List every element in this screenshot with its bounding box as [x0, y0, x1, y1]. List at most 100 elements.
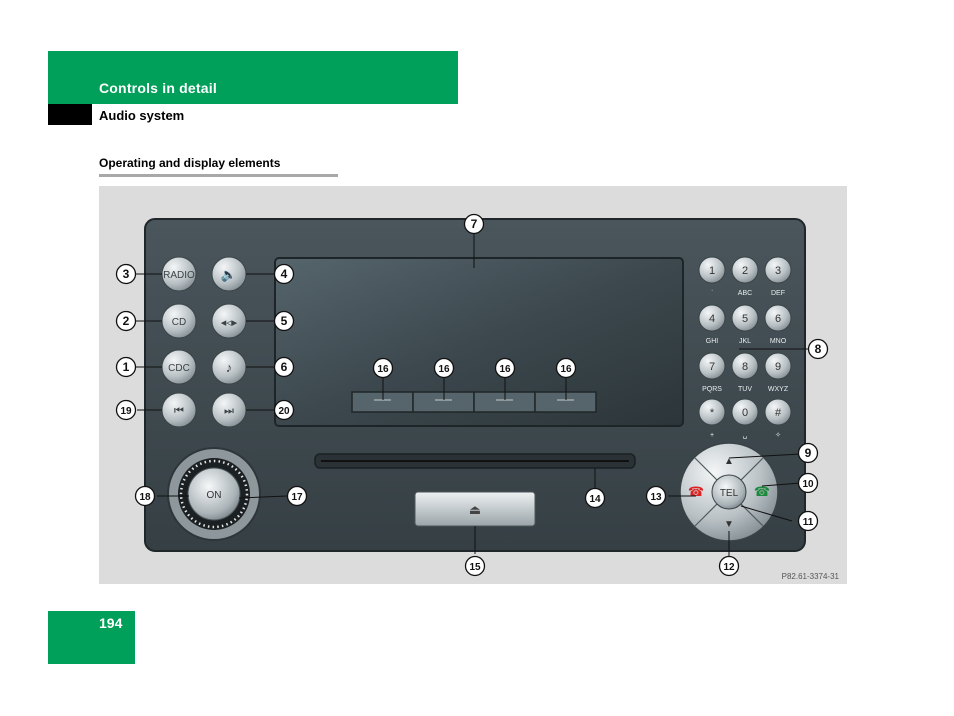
keypad-key-number: 6 [775, 313, 781, 325]
callout-number: 15 [469, 562, 481, 573]
callout-number: 2 [123, 314, 130, 328]
callout-circle [797, 510, 819, 532]
keypad-key-number: # [775, 407, 782, 419]
keypad-key [731, 352, 759, 380]
accept-call-icon: ☎ [754, 484, 770, 499]
keypad-key [698, 352, 726, 380]
header-tab-marker [48, 104, 92, 125]
callout-circle [718, 555, 740, 577]
keypad-key-letters: + [710, 432, 714, 439]
radio-button-label: RADIO [163, 270, 195, 281]
callout-number: 5 [281, 314, 288, 328]
callout-circle [433, 357, 455, 379]
keypad-key-letters: MNO [770, 338, 787, 345]
keypad-key [698, 304, 726, 332]
callout-number: 16 [377, 364, 389, 375]
keypad-key-number: 0 [742, 407, 748, 419]
on-knob-label: ON [207, 490, 222, 501]
callout-circle [115, 310, 137, 332]
keypad-key-letters: ␣ [743, 432, 747, 439]
header-title: Controls in detail [99, 80, 217, 96]
callout-circle [115, 399, 137, 421]
figure-reference: P82.61-3374-31 [782, 572, 840, 581]
keypad-key-letters: ABC [738, 290, 752, 297]
keypad-key [698, 398, 726, 426]
eject-icon: ⏏ [469, 503, 481, 518]
keypad-key-letters: DEF [771, 290, 785, 297]
callout-circle [286, 485, 308, 507]
section-title: Operating and display elements [99, 156, 281, 170]
callout-number: 16 [438, 364, 450, 375]
callout-number: 18 [139, 492, 151, 503]
keypad-key [731, 398, 759, 426]
telephone-navigation-ring: TEL ▲ ▼ ☎ ☎ [679, 442, 779, 542]
soft-keys [351, 391, 597, 413]
header-subtitle: Audio system [99, 108, 185, 123]
callout-number: 12 [723, 562, 735, 573]
keypad-key-number: 3 [775, 265, 781, 277]
leader-lines [135, 233, 808, 556]
callout-number: 17 [291, 492, 303, 503]
callout-number: 4 [281, 267, 288, 281]
keypad-key-letters: TUV [738, 386, 752, 393]
keypad-key [731, 304, 759, 332]
volume-balance-icon: ◂◃▸ [221, 317, 238, 329]
callout-circle [115, 263, 137, 285]
keypad-key [764, 304, 792, 332]
end-call-icon: ☎ [688, 484, 704, 499]
callout-number: 16 [499, 364, 511, 375]
callout-number: 7 [471, 217, 478, 231]
keypad-key-letters: PQRS [702, 386, 722, 393]
callout-circle [273, 263, 295, 285]
callout-circle [645, 485, 667, 507]
display-screen [274, 257, 684, 427]
up-arrow-icon: ▲ [724, 456, 734, 467]
keypad-key-letters: JKL [739, 338, 751, 345]
page-number-box [48, 611, 135, 664]
callout-number: 20 [278, 406, 290, 417]
callout-circle [797, 442, 819, 464]
callout-circle [273, 310, 295, 332]
keypad-key-number: 7 [709, 361, 715, 373]
keypad-key [764, 352, 792, 380]
audio-system-figure: ⏏ RADIO CD CDC ⏮ 🔈 ◂◃▸ ♪ ⏭ ON [99, 186, 847, 584]
callout-number: 3 [123, 267, 130, 281]
keypad-key-letters: WXYZ [768, 386, 789, 393]
callout-number: 9 [805, 446, 812, 460]
tel-button-label: TEL [720, 488, 739, 499]
keypad-key [764, 398, 792, 426]
callout-number: 11 [803, 517, 814, 528]
down-arrow-icon: ▼ [724, 519, 734, 530]
callout-circle [797, 472, 819, 494]
keypad-key [698, 256, 726, 284]
callout-number: 16 [560, 364, 572, 375]
callout-circle [115, 356, 137, 378]
callout-number: 19 [120, 406, 132, 417]
callout-circle [463, 213, 485, 235]
skip-forward-icon: ⏭ [224, 405, 234, 417]
mute-icon: 🔈 [221, 267, 237, 283]
keypad-key-number: 5 [742, 313, 748, 325]
keypad-key-number: 9 [775, 361, 781, 373]
skip-back-icon: ⏮ [174, 405, 184, 417]
page-number: 194 [99, 615, 123, 631]
keypad-key-number: 8 [742, 361, 748, 373]
callout-circle [273, 399, 295, 421]
callout-number: 13 [650, 492, 662, 503]
header-bar [48, 51, 458, 104]
callout-circle [464, 555, 486, 577]
left-buttons: RADIO CD CDC ⏮ 🔈 ◂◃▸ ♪ ⏭ [161, 256, 247, 428]
keypad-key-letters: ✧ [775, 431, 781, 439]
callout-circle [584, 487, 606, 509]
phone-keypad: 1ᐝ2ABC3DEF4GHI5JKL6MNO7PQRS8TUV9WXYZ*+0␣… [698, 256, 792, 439]
section-rule [99, 174, 338, 177]
callout-number: 14 [589, 494, 601, 505]
keypad-key-number: 1 [709, 265, 715, 277]
callout-circle [807, 338, 829, 360]
callout-circle [273, 356, 295, 378]
keypad-key-number: 4 [709, 313, 715, 325]
callout-circle [372, 357, 394, 379]
keypad-key-number: 2 [742, 265, 748, 277]
keypad-key [731, 256, 759, 284]
